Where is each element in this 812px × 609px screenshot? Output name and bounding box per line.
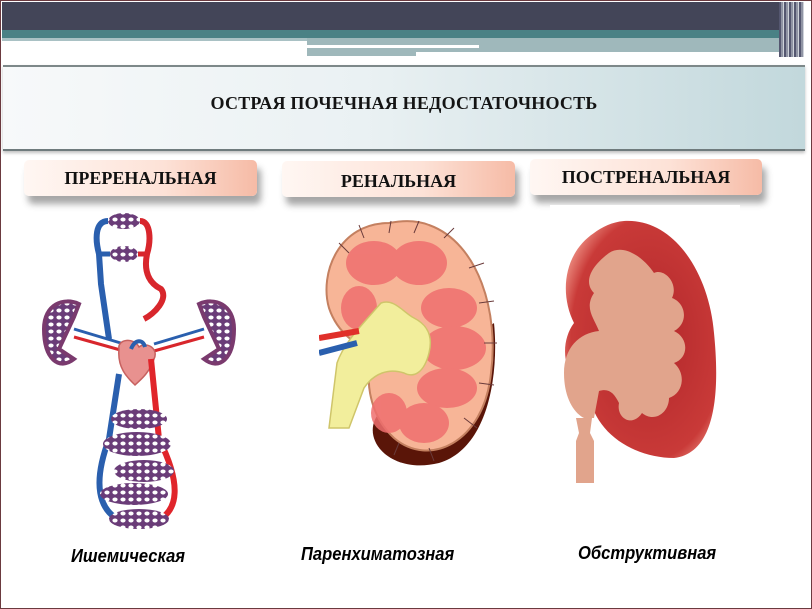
- category-postrenal: ПОСТРЕНАЛЬНАЯ: [530, 159, 762, 195]
- header-stripes: [779, 2, 804, 57]
- hydronephrotic-kidney-illustration: [554, 213, 724, 488]
- slide-title: ОСТРАЯ ПОЧЕЧНАЯ НЕДОСТАТОЧНОСТЬ: [210, 93, 598, 113]
- caption-obstructive: Обструктивная: [578, 543, 717, 563]
- category-label: ПОСТРЕНАЛЬНАЯ: [561, 166, 731, 187]
- circulatory-system-illustration: [39, 209, 239, 534]
- category-label: РЕНАЛЬНАЯ: [340, 170, 457, 191]
- header-bar-light: [479, 45, 802, 52]
- header-bar-light: [307, 38, 802, 45]
- header-bar-white: [416, 52, 801, 56]
- title-band: ОСТРАЯ ПОЧЕЧНАЯ НЕДОСТАТОЧНОСТЬ: [3, 65, 805, 151]
- header-edge: [804, 2, 811, 60]
- header-bar-light: [2, 38, 307, 41]
- header-bar-dark: [2, 2, 802, 30]
- kidney-cross-section-illustration: [319, 213, 499, 473]
- header-bar-light: [307, 48, 519, 56]
- caption-parenchymal: Паренхиматозная: [301, 544, 455, 564]
- caption-ischemic: Ишемическая: [71, 546, 186, 566]
- category-prerenal: ПРЕРЕНАЛЬНАЯ: [24, 160, 257, 196]
- category-label: ПРЕРЕНАЛЬНАЯ: [64, 167, 217, 188]
- header-bar-teal: [2, 30, 802, 38]
- category-renal: РЕНАЛЬНАЯ: [282, 161, 515, 197]
- header-bar-white: [307, 45, 479, 48]
